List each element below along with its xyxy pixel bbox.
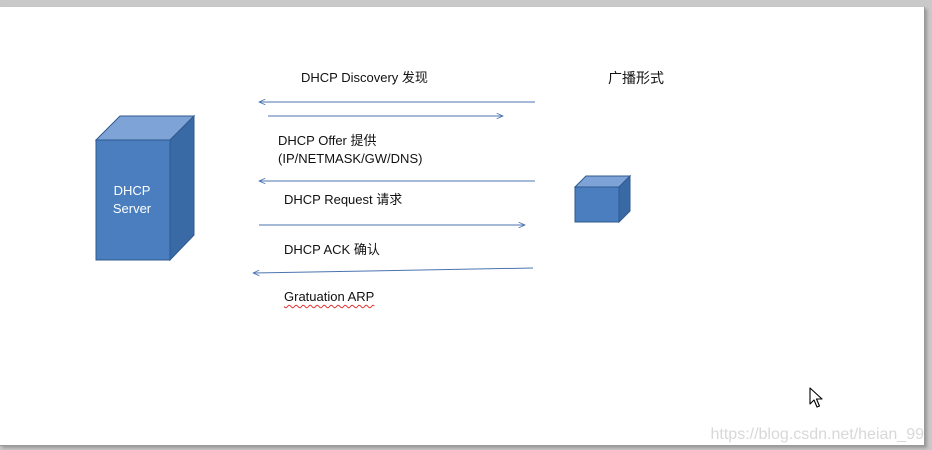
server-label-line2: Server [112, 201, 152, 216]
server-cube-front [95, 139, 171, 261]
arrow-ack [253, 267, 534, 273]
label-dhcp-ack: DHCP ACK 确认 [284, 242, 380, 257]
mouse-cursor-icon [809, 387, 823, 408]
label-dhcp-request: DHCP Request 请求 [284, 192, 403, 207]
label-gratuitous-arp: Gratuation ARP [284, 289, 374, 305]
client-cube [573, 174, 632, 224]
dhcp-server-cube [94, 114, 196, 262]
server-cube-side [169, 114, 195, 262]
watermark-url: https://blog.csdn.net/heian_99 [710, 426, 925, 443]
label-dhcp-offer-detail: (IP/NETMASK/GW/DNS) [278, 151, 423, 166]
label-dhcp-offer: DHCP Offer 提供 [278, 133, 377, 148]
label-broadcast: 广播形式 [608, 70, 664, 86]
server-label-line1: DHCP [113, 183, 151, 198]
label-dhcp-discovery: DHCP Discovery 发现 [301, 70, 428, 85]
label-gratuitous-arp-text: Gratuation ARP [284, 289, 375, 304]
client-cube-front [574, 186, 620, 223]
